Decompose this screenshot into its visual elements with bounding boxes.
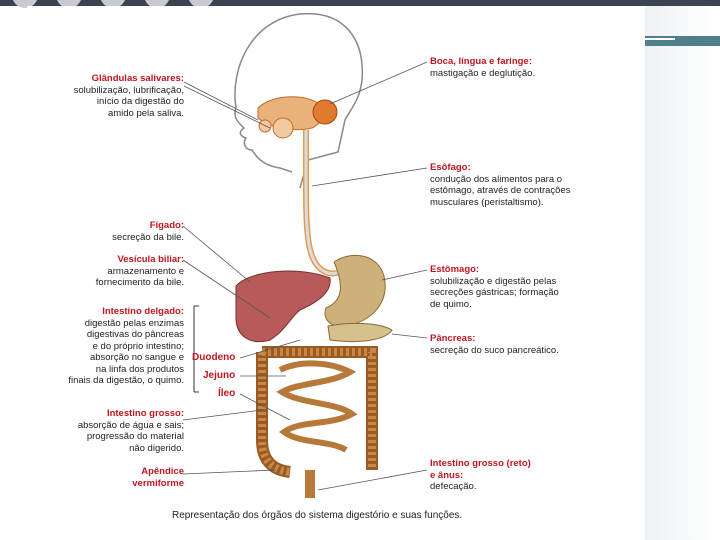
label-pancreas: Pâncreas: secreção do suco pancreático. (430, 333, 610, 356)
label-duodeno: Duodeno (192, 352, 235, 363)
label-intestino-grosso: Intestino grosso: absorção de água e sai… (54, 408, 184, 454)
label-desc: absorção de água e sais; progressão do m… (54, 420, 184, 455)
label-vesicula-biliar: Vesícula biliar: armazenamento e forneci… (64, 254, 184, 289)
label-boca: Boca, língua e faringe: mastigação e deg… (430, 56, 600, 79)
label-title: Apêndice vermiforme (94, 466, 184, 489)
label-desc: armazenamento e fornecimento da bile. (64, 266, 184, 289)
label-estomago: Estômago: solubilização e digestão pelas… (430, 264, 610, 310)
label-ileo: Íleo (218, 388, 235, 399)
label-glandulas-salivares: Glândulas salivares: solubilização, lubr… (54, 73, 184, 119)
label-desc: mastigação e deglutição. (430, 68, 600, 80)
label-title: Intestino grosso: (54, 408, 184, 420)
label-desc: secreção do suco pancreático. (430, 345, 610, 357)
label-desc: solubilização, lubrificação, início da d… (54, 85, 184, 120)
label-title: Fígado: (74, 220, 184, 232)
label-intestino-delgado: Intestino delgado: digestão pelas enzima… (44, 306, 184, 387)
label-title: Estômago: (430, 264, 610, 276)
label-desc: digestão pelas enzimas digestivas do pân… (44, 318, 184, 387)
label-apendice: Apêndice vermiforme (94, 466, 184, 489)
figure-caption: Representação dos órgãos do sistema dige… (172, 510, 462, 521)
label-esofago: Esôfago: condução dos alimentos para o e… (430, 162, 620, 208)
label-jejuno: Jejuno (203, 370, 235, 381)
label-title: Pâncreas: (430, 333, 610, 345)
label-title: Vesícula biliar: (64, 254, 184, 266)
label-title: Intestino grosso (reto) e ânus: (430, 458, 610, 481)
label-figado: Fígado: secreção da bile. (74, 220, 184, 243)
label-desc: secreção da bile. (74, 232, 184, 244)
label-desc: defecação. (430, 481, 610, 493)
label-title: Glândulas salivares: (54, 73, 184, 85)
label-reto-anus: Intestino grosso (reto) e ânus: defecaçã… (430, 458, 610, 493)
label-desc: condução dos alimentos para o estômago, … (430, 174, 620, 209)
label-title: Esôfago: (430, 162, 620, 174)
label-title: Boca, língua e faringe: (430, 56, 600, 68)
label-desc: solubilização e digestão pelas secreções… (430, 276, 610, 311)
label-title: Intestino delgado: (44, 306, 184, 318)
